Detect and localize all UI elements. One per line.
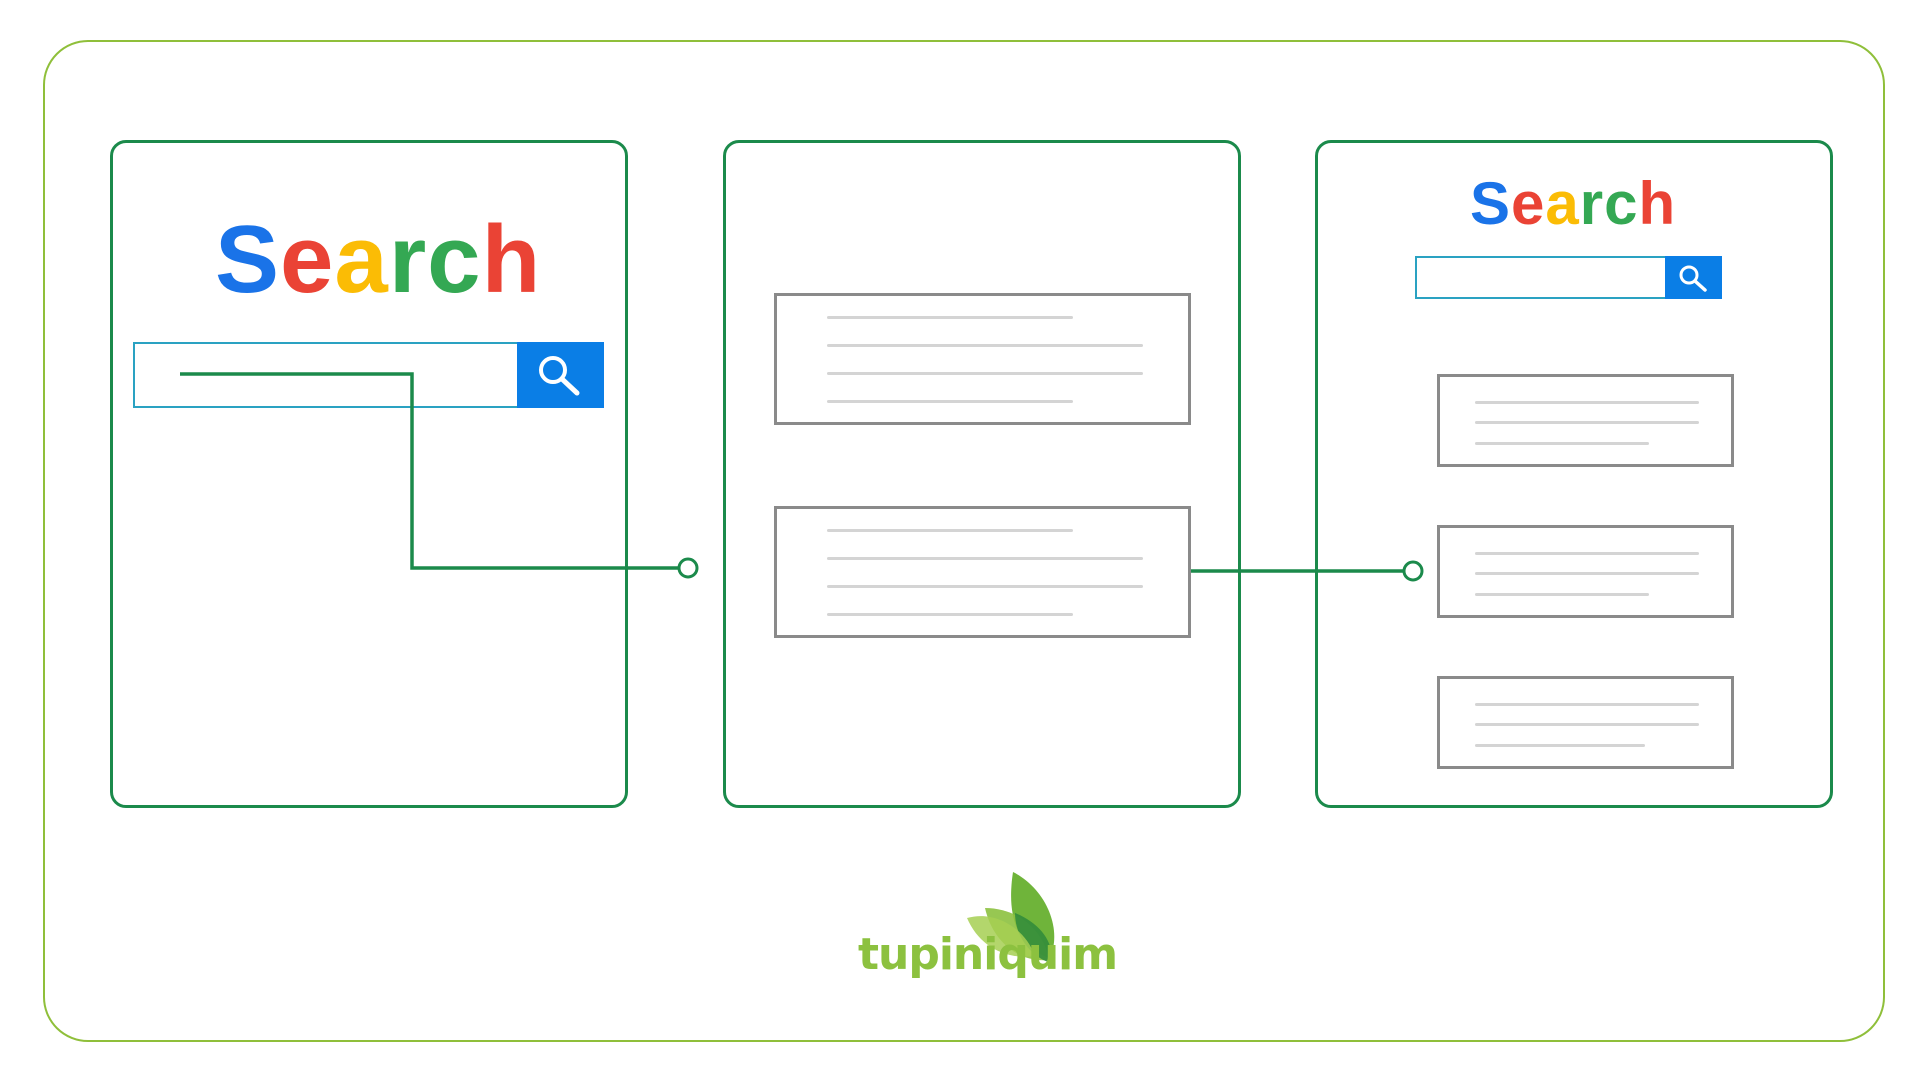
letter-e: e <box>280 206 335 313</box>
result-card[interactable] <box>774 293 1191 425</box>
letter-c: c <box>427 206 482 313</box>
connector-endpoint <box>1402 560 1424 582</box>
text-line <box>1475 703 1699 706</box>
result-card-small[interactable] <box>1437 374 1734 467</box>
text-line <box>1475 552 1699 555</box>
letter-r: r <box>1579 170 1605 237</box>
letter-s: S <box>215 206 281 313</box>
letter-e: e <box>1511 170 1546 237</box>
text-line <box>827 529 1073 532</box>
letter-h: h <box>481 206 542 313</box>
letter-h: h <box>1638 170 1677 237</box>
search-logo-text-small: Search <box>1470 174 1676 234</box>
result-card-small[interactable] <box>1437 676 1734 769</box>
text-line <box>1475 572 1699 575</box>
search-button-small[interactable] <box>1665 256 1722 299</box>
letter-c: c <box>1604 170 1639 237</box>
logo-wordmark: tupiniquim <box>858 929 1118 980</box>
magnifier-icon <box>1679 265 1707 292</box>
result-card[interactable] <box>774 506 1191 638</box>
search-logo-text: Search <box>215 212 541 308</box>
text-line <box>1475 421 1699 424</box>
text-line <box>1475 744 1645 747</box>
connector-search-to-results <box>180 372 680 570</box>
text-line <box>1475 723 1699 726</box>
text-line <box>827 316 1073 319</box>
letter-a: a <box>1545 170 1580 237</box>
letter-s: S <box>1470 170 1512 237</box>
text-line <box>827 344 1143 347</box>
text-line <box>1475 401 1699 404</box>
text-line <box>827 613 1073 616</box>
text-line <box>827 585 1143 588</box>
leaf-icon <box>967 872 1055 963</box>
text-line <box>827 400 1073 403</box>
result-card-small[interactable] <box>1437 525 1734 618</box>
search-button[interactable] <box>517 342 604 408</box>
diagram-frame <box>43 40 1885 1042</box>
search-page-panel <box>110 140 628 808</box>
letter-a: a <box>334 206 389 313</box>
connector-endpoint <box>677 557 699 579</box>
letter-r: r <box>388 206 428 313</box>
text-line <box>827 372 1143 375</box>
results-page-panel <box>723 140 1241 808</box>
text-line <box>1475 593 1649 596</box>
magnifier-icon <box>538 356 579 396</box>
text-line <box>1475 442 1649 445</box>
search-input-small[interactable] <box>1415 256 1667 299</box>
text-line <box>827 557 1143 560</box>
